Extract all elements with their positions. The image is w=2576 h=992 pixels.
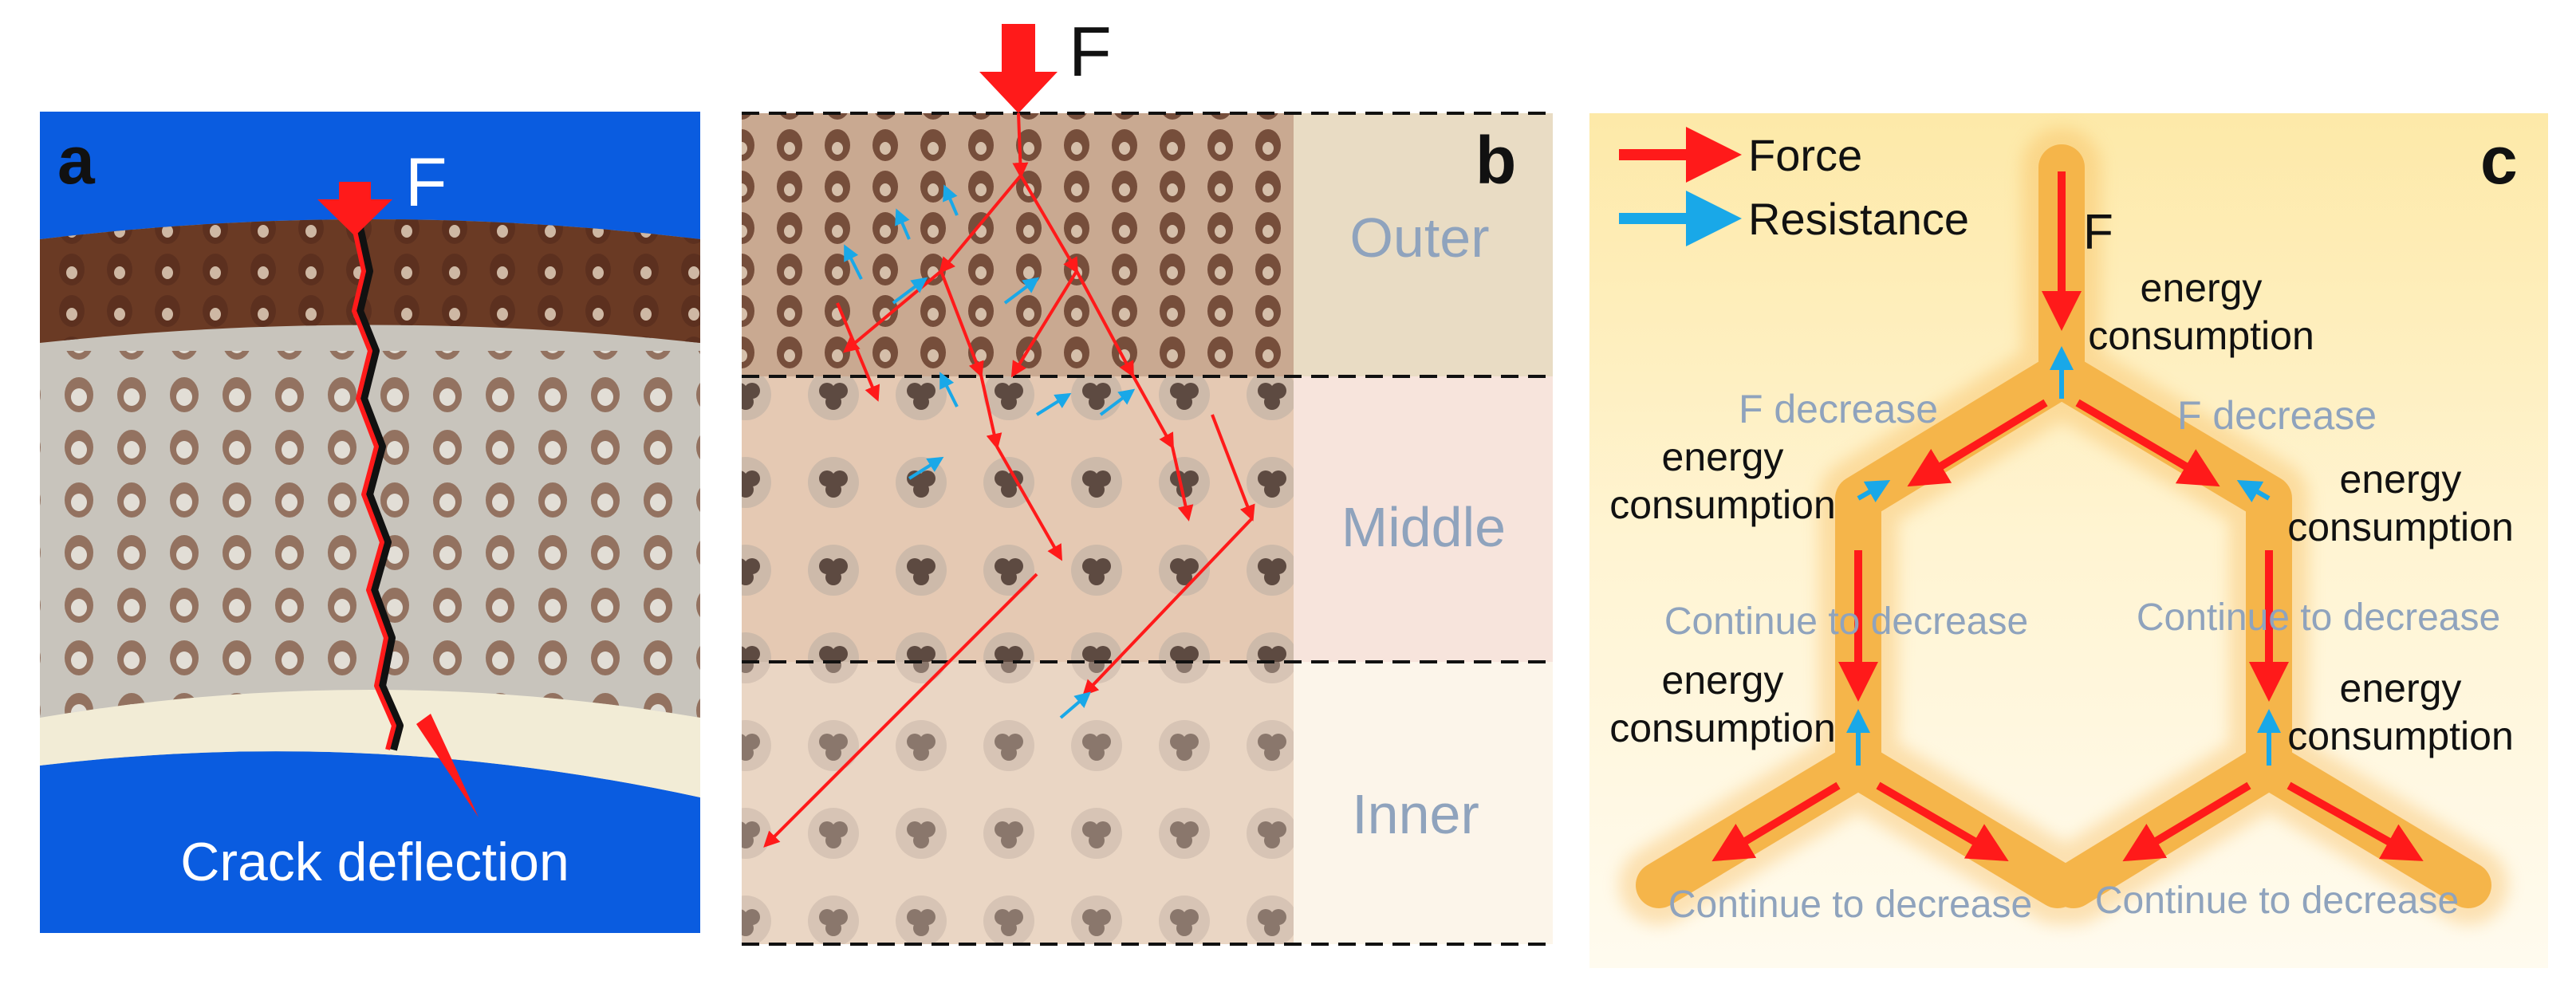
panel-b: Outer Middle Inner b F (742, 12, 1553, 946)
force-arrows-c (1711, 171, 2424, 862)
force-label-b: F (1069, 12, 1112, 91)
zone-band-outer (1294, 113, 1553, 376)
crack-deflection-pointer (416, 714, 479, 817)
force-label-a: F (405, 144, 447, 221)
zone-band-middle (1294, 376, 1553, 662)
crack-deflection-caption: Crack deflection (180, 832, 569, 892)
legend-force-label: Force (1748, 130, 1862, 180)
crack-line (354, 226, 404, 751)
f-decrease-left: F decrease (1739, 387, 1938, 431)
continue-left-middle: Continue to decrease (1664, 600, 2028, 643)
zone-label-inner: Inner (1352, 783, 1479, 845)
propagation-arrows-b (763, 112, 1255, 848)
zone-label-outer: Outer (1349, 207, 1489, 269)
continue-left-bottom: Continue to decrease (1668, 884, 2032, 926)
force-arrow-a (317, 182, 392, 236)
continue-right-bottom: Continue to decrease (2095, 880, 2459, 922)
panel-label-b: b (1475, 123, 1516, 198)
f-decrease-right: F decrease (2177, 393, 2377, 438)
zone-band-inner (1294, 662, 1553, 944)
force-label-c: F (2083, 205, 2113, 260)
legend-resistance-label: Resistance (1748, 194, 1969, 244)
force-arrow-b (979, 24, 1058, 113)
panel-label-c: c (2480, 123, 2518, 198)
resistance-arrows-c (1846, 346, 2281, 766)
shell-inner-layer (40, 690, 700, 797)
zone-label-middle: Middle (1341, 496, 1506, 558)
panel-label-a: a (57, 123, 96, 198)
continue-right-middle: Continue to decrease (2137, 596, 2500, 639)
panel-a: F a Crack deflection (40, 112, 700, 933)
